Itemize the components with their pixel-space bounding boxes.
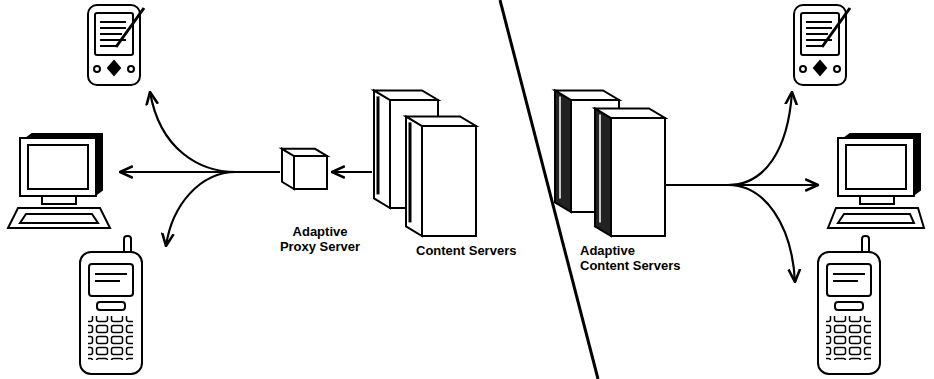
node-label: Content Servers <box>416 243 516 258</box>
cube-icon <box>280 146 330 198</box>
phone-icon <box>818 236 880 374</box>
node-label: Adaptive Proxy Server <box>278 224 362 254</box>
fanout-arrows <box>666 92 818 282</box>
server-towers-icon <box>553 88 667 238</box>
pda-icon <box>794 5 850 85</box>
arrow-connector <box>332 171 372 173</box>
proxy-server: Adaptive Proxy Server <box>270 146 370 256</box>
desktop-icon <box>8 134 110 228</box>
server-group: Content Servers <box>372 88 519 260</box>
node-label: Adaptive Content Servers <box>580 243 686 273</box>
phone-icon <box>80 236 142 374</box>
fanout-arrows <box>120 92 280 246</box>
desktop-icon <box>828 134 924 228</box>
pda-icon <box>88 5 144 85</box>
server-towers-icon <box>372 88 478 238</box>
adaptive-server-group: Adaptive Content Servers <box>553 88 688 278</box>
